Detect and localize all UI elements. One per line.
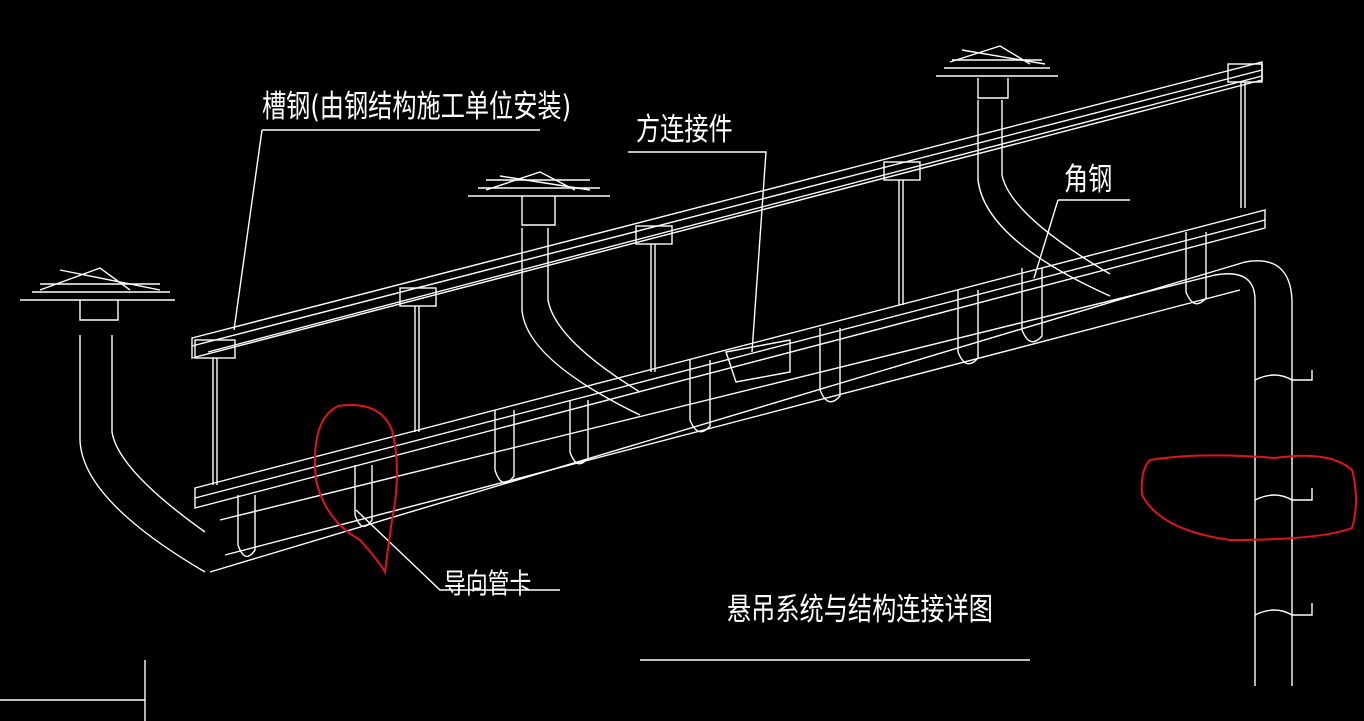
siphon-drain-middle xyxy=(468,171,641,416)
siphon-drain-left xyxy=(20,267,206,573)
channel-steel-label: 槽钢(由钢结构施工单位安装) xyxy=(262,89,572,125)
drawing-title: 悬吊系统与结构连接详图 xyxy=(727,592,993,628)
siphon-drain-right xyxy=(936,45,1111,297)
square-connector-block xyxy=(725,339,791,383)
angle-steel-rail xyxy=(194,209,1266,509)
vertical-pipe-brackets xyxy=(1254,370,1313,616)
angle-steel-label: 角钢 xyxy=(1064,162,1113,198)
hanger-rods xyxy=(194,63,1263,485)
red-markup xyxy=(313,404,1357,576)
leader-lines xyxy=(0,129,1130,721)
guide-clamp-label: 导向管卡 xyxy=(444,567,532,600)
square-connector-label: 方连接件 xyxy=(636,112,733,148)
pipe-clamps xyxy=(237,232,1207,558)
red-markup-left xyxy=(313,404,398,576)
red-markup-right xyxy=(1140,454,1357,542)
